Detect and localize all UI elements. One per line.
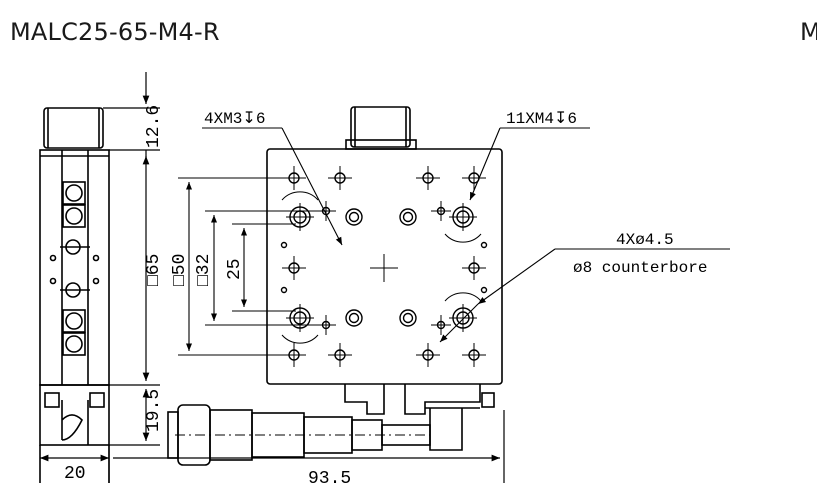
dim-12-6: 12.6: [144, 105, 164, 148]
m4-hole-row-top: [288, 172, 480, 184]
callout-m4-holes: 11XM4↧6: [506, 110, 577, 128]
page-title: MALC25-65-M4-R: [10, 18, 220, 46]
next-page-title-partial: M: [800, 18, 817, 46]
dim-20: 20: [64, 464, 86, 483]
m4-hole-row-bottom: [288, 349, 480, 361]
dim-square-32: □32: [194, 254, 214, 286]
callout-counterbore-desc: ø8 counterbore: [573, 259, 707, 277]
top-view: [167, 106, 503, 466]
plate-dimensions: [178, 177, 322, 356]
dim-square-65: □65: [144, 254, 164, 286]
callout-m3-holes: 4XM3↧6: [204, 110, 265, 128]
top-view-knob: [350, 106, 411, 148]
screw-heads: [345, 208, 417, 327]
dim-25: 25: [225, 258, 245, 280]
callout-leaders: [202, 127, 730, 343]
side-view-knob: [43, 107, 104, 149]
dim-19-5: 19.5: [144, 389, 164, 432]
dim-square-50: □50: [170, 254, 190, 286]
crosshairs: [282, 166, 486, 367]
dim-93-5: 93.5: [308, 469, 351, 483]
side-view: [39, 107, 110, 483]
callout-counterbore-holes: 4Xø4.5: [616, 231, 674, 249]
